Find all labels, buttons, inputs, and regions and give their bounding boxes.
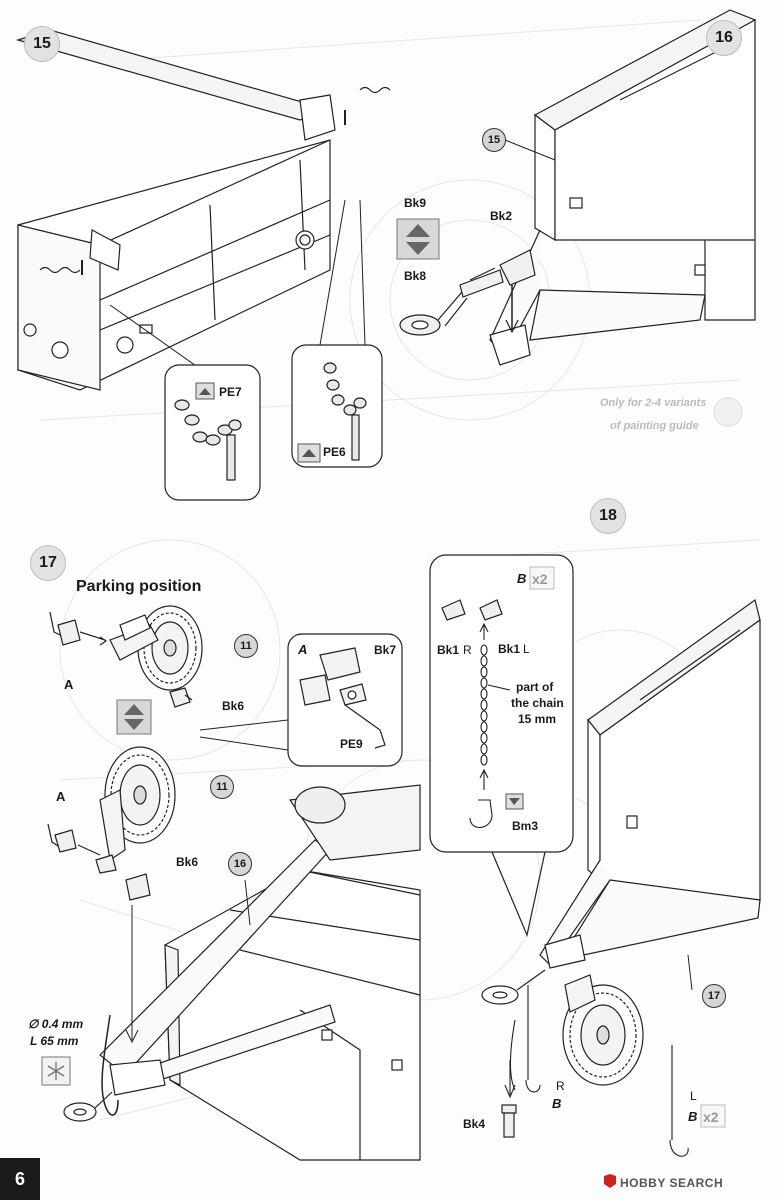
step-18-number: 18: [590, 498, 626, 534]
pe7-detail-bubble: [164, 364, 261, 501]
label-a-top: A: [64, 677, 74, 692]
step18-callout-leaders: [491, 851, 546, 937]
step16-trailer-body: [489, 9, 757, 366]
page-number: 6: [0, 1158, 40, 1200]
ref-wheel-11-top: 11: [234, 634, 258, 658]
label-l-bottom: L: [690, 1089, 697, 1103]
label-bk4: Bk4: [463, 1117, 486, 1131]
label-b-right: B: [552, 1096, 562, 1111]
label-r-bottom: R: [556, 1079, 565, 1093]
step17-bottom-wheel: [47, 746, 176, 901]
bk9-bk8-switch-icon: [396, 218, 440, 260]
pe7-part: [174, 399, 242, 481]
step16-leader: [504, 139, 556, 161]
chain-note-line-3: 15 mm: [518, 712, 557, 726]
step18-hanging-chains: [504, 954, 693, 1157]
pe6-part: [323, 362, 367, 461]
step18-wheel: [562, 974, 644, 1086]
detail-a-title: A: [298, 642, 308, 657]
step18-callout-bubble: [429, 554, 574, 853]
callout-qty: x2: [532, 571, 548, 587]
pe7-fret-icon: [195, 382, 215, 400]
step-16-number: 16: [706, 20, 742, 56]
step18-trailer-body: [481, 598, 761, 1005]
chain-note-line-2: the chain: [511, 696, 564, 710]
step17-leaders: [199, 719, 289, 751]
parking-position-heading: Parking position: [76, 578, 202, 595]
label-bk6-top: Bk6: [222, 699, 245, 713]
step15-trailer-body: [15, 29, 336, 391]
label-bk8: Bk8: [404, 269, 427, 283]
label-bk6-bottom: Bk6: [176, 855, 199, 869]
wire-diameter: ∅ 0.4 mm: [28, 1017, 84, 1031]
b-qty-badge-top: [529, 566, 555, 590]
step18-callout-parts: [441, 599, 503, 621]
wire-cut-icon: [41, 1056, 71, 1086]
parking-switch-icon: [116, 699, 152, 735]
b-qty-badge-bottom: [700, 1104, 726, 1128]
detail-a-parts: [299, 647, 386, 749]
bottom-qty: x2: [703, 1109, 719, 1125]
ref-wheel-11-bottom: 11: [210, 775, 234, 799]
watermark-line-2: of painting guide: [610, 420, 699, 432]
chain-note-line-1: part of: [516, 680, 554, 694]
step18-chain: [469, 622, 511, 828]
label-bm3: Bm3: [512, 819, 539, 833]
label-bk7: Bk7: [374, 643, 397, 657]
label-pe9: PE9: [340, 737, 363, 751]
label-bk1-l: Bk1: [498, 642, 521, 656]
label-r-callout: R: [463, 643, 472, 657]
watermark-circle: [713, 397, 743, 427]
wire-length: L 65 mm: [30, 1034, 79, 1048]
bk4-part: [501, 1104, 517, 1138]
brand-watermark: HOBBY SEARCH: [620, 1176, 724, 1190]
callout-b-label: B: [517, 571, 527, 586]
label-bk2: Bk2: [490, 209, 513, 223]
label-a-bottom: A: [56, 789, 66, 804]
label-pe7: PE7: [219, 385, 242, 399]
bm3-fret-icon: [505, 793, 524, 810]
label-bk1-r: Bk1: [437, 643, 460, 657]
step15-chains: [39, 86, 391, 275]
step17-trailer-frame: [63, 784, 421, 1161]
ref-step-16: 16: [228, 852, 252, 876]
ref-step-15: 15: [482, 128, 506, 152]
step17-wire: [101, 879, 251, 1116]
label-pe6: PE6: [323, 445, 346, 459]
step17-top-parts: [49, 611, 193, 708]
label-l-callout: L: [523, 642, 530, 656]
watermark-line-1: Only for 2-4 variants: [600, 397, 707, 409]
label-bk9: Bk9: [404, 196, 427, 210]
step-17-number: 17: [30, 545, 66, 581]
pe6-fret-icon: [297, 443, 321, 463]
ref-step-17: 17: [702, 984, 726, 1008]
label-b-left: B: [688, 1109, 698, 1124]
brand-icon: [604, 1174, 616, 1188]
step-15-number: 15: [24, 26, 60, 62]
step16-towing-eye: [399, 249, 536, 336]
step17-top-wheel: [109, 605, 203, 691]
